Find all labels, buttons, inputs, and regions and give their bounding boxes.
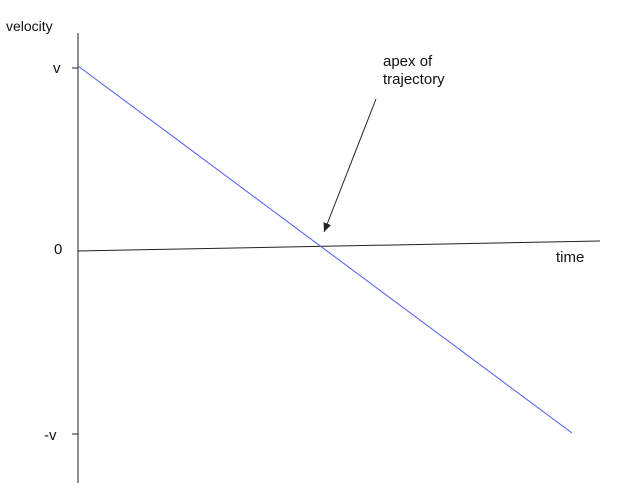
tick-label-neg-v: -v (44, 427, 57, 444)
annotation-line-2: trajectory (383, 71, 445, 88)
velocity-line (77, 65, 573, 434)
tick-label-zero: 0 (54, 241, 62, 258)
velocity-axis-label: velocity (6, 18, 53, 34)
time-axis (77, 240, 601, 252)
annotation-arrow (323, 98, 377, 233)
time-axis-label: time (556, 249, 584, 266)
annotation-line-1: apex of (383, 53, 433, 70)
tick-label-v: v (53, 60, 61, 77)
